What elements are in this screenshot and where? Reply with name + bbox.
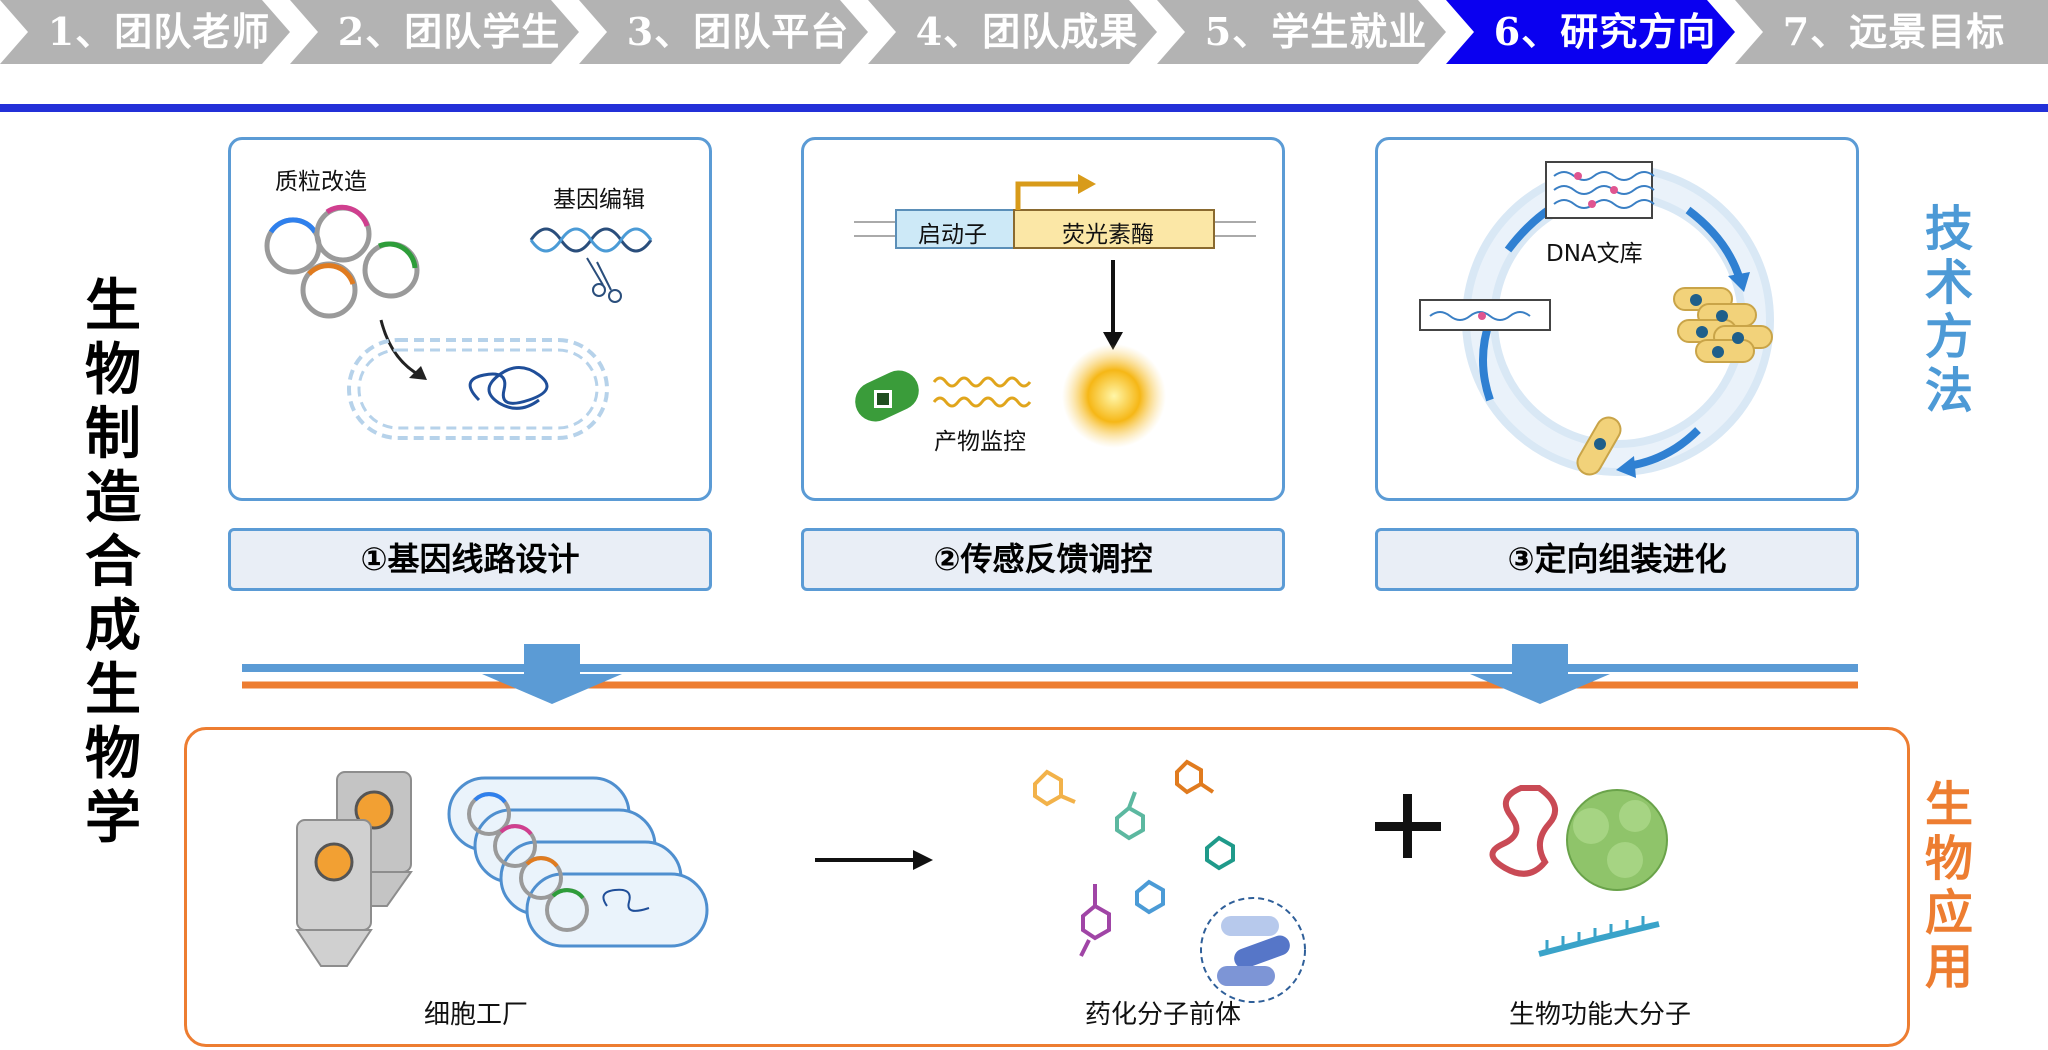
cell-factory-icon [447,776,709,948]
process-nav: 1、团队老师 2、团队学生 3、团队平台 4、团队成果 5、学生就业 6、研究方… [0,0,2048,64]
nav-chevron-5[interactable] [1157,0,1446,64]
sensing-illustration [854,174,1256,448]
sensor-cell-icon [855,370,919,422]
nav-chevron-7[interactable] [1735,0,2048,64]
macromolecule-icon [1489,785,1668,957]
dna-library-label: DNA文库 [1546,241,1643,267]
nav-item-4[interactable]: 4、团队成果 [915,9,1139,54]
caption-sensing-feedback: ②传感反馈调控 [801,528,1285,591]
nav-chevron-2[interactable] [290,0,579,64]
dna-variant-icon [1419,299,1551,331]
gene-circuit-illustration [264,204,653,440]
luciferase-label: 荧光素酶 [1062,222,1154,248]
promoter-label: 启动子 [918,222,987,248]
caption-gene-circuit: ①基因线路设计 [228,528,712,591]
bioreactor-icon [295,771,413,967]
applications-box: 细胞工厂 药化分子前体 生物功能大分子 [184,727,1910,1047]
nav-item-3[interactable]: 3、团队平台 [626,9,850,54]
plasmid-rings-icon [264,204,420,319]
applications-illustration [295,759,1668,1003]
header-divider [0,104,2048,112]
nav-chevron-6[interactable] [1446,0,1735,64]
nav-chevron-4[interactable] [868,0,1157,64]
panel-gene-circuit: 质粒改造 基因编辑 [228,137,712,501]
cell-factory-label: 细胞工厂 [424,1000,529,1030]
plasmid-label: 质粒改造 [275,169,367,195]
nav-item-2[interactable]: 2、团队学生 [337,9,561,54]
nav-item-6-active[interactable]: 6、研究方向 [1493,9,1717,54]
caption-directed-evolution: ③定向组装进化 [1375,528,1859,591]
gene-edit-label: 基因编辑 [553,187,645,213]
bacterium-icon [1576,416,1622,476]
arrow-right-icon [815,850,933,870]
bacteria-cluster-icon [1673,287,1773,363]
luciferase-glow-icon [1062,344,1166,448]
panel-directed-evolution: DNA文库 [1375,137,1859,501]
monitor-label: 产物监控 [934,429,1026,455]
chromosome-icon [468,366,549,410]
nav-chevrons [0,0,2048,64]
dna-library-icon [1545,161,1655,219]
down-arrow-icon-right [1470,644,1610,704]
methods-side-label: 技术方法 [1924,201,1973,419]
evolution-cycle-illustration [1419,161,1774,478]
down-arrow-icon-left [482,644,622,704]
nav-item-5[interactable]: 5、学生就业 [1204,9,1428,54]
nav-item-7[interactable]: 7、远景目标 [1782,9,2006,54]
applications-side-label: 生物应用 [1924,777,1973,995]
molecules-icon [1033,759,1235,957]
flow-connector [242,644,1858,704]
macromolecule-label: 生物功能大分子 [1509,1000,1692,1030]
capsules-icon [1200,897,1306,1003]
panel-sensing-feedback: 启动子 荧光素酶 产物监控 [801,137,1285,501]
plus-icon [1375,794,1441,858]
nav-item-1[interactable]: 1、团队老师 [47,9,271,54]
main-title-vertical: 生物制造合成生物学 [85,274,141,851]
nav-chevron-3[interactable] [579,0,868,64]
dna-helix-icon [529,227,653,253]
nav-chevron-1[interactable] [0,0,290,64]
scissors-icon [586,257,622,303]
drug-precursor-label: 药化分子前体 [1085,1000,1242,1030]
